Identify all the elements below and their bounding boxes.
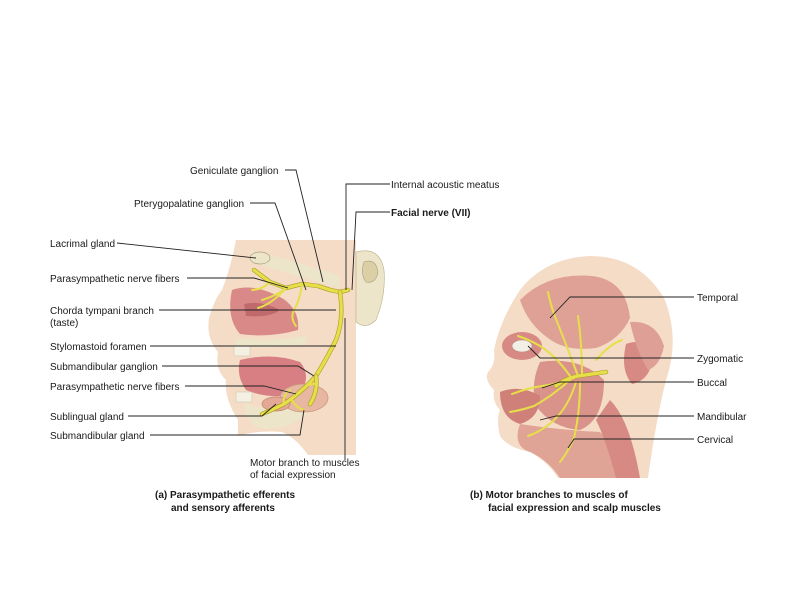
label-geniculate-ganglion: Geniculate ganglion bbox=[190, 166, 278, 177]
caption-a-line1: (a) Parasympathetic efferents bbox=[155, 490, 295, 501]
panel-a-illustration bbox=[208, 240, 385, 455]
label-parasympathetic-fibers-upper: Parasympathetic nerve fibers bbox=[50, 274, 180, 285]
caption-b-line2: facial expression and scalp muscles bbox=[488, 503, 661, 514]
panel-b-caption: (b) Motor branches to muscles of facial … bbox=[470, 490, 661, 514]
label-chorda-tympani: Chorda tympani branch bbox=[50, 306, 154, 317]
label-zygomatic: Zygomatic bbox=[697, 354, 743, 365]
panel-a-leader-lines bbox=[116, 169, 390, 460]
panel-a-caption: (a) Parasympathetic efferents and sensor… bbox=[155, 490, 295, 514]
platysma-muscle bbox=[517, 424, 624, 478]
leader-temporal bbox=[549, 296, 694, 319]
label-stylomastoid-foramen: Stylomastoid foramen bbox=[50, 342, 147, 353]
leader-geniculate bbox=[285, 169, 324, 283]
leader-submandibular-ganglion bbox=[162, 365, 315, 377]
leader-buccal bbox=[541, 381, 694, 389]
leader-facial-nerve bbox=[351, 211, 390, 291]
label-motor-branch: Motor branch to muscles bbox=[250, 458, 360, 469]
skull-base bbox=[250, 250, 340, 288]
panel-a-labels: Geniculate ganglion Pterygopalatine gang… bbox=[50, 166, 499, 481]
label-chorda-tympani-taste: (taste) bbox=[50, 318, 78, 329]
leader-mandibular bbox=[539, 415, 694, 421]
label-internal-acoustic-meatus: Internal acoustic meatus bbox=[391, 180, 499, 191]
panel-b-leader-lines bbox=[527, 296, 694, 449]
label-facial-nerve: Facial nerve (VII) bbox=[391, 208, 470, 219]
hard-palate bbox=[236, 336, 306, 348]
leader-internal-acoustic bbox=[345, 183, 390, 290]
label-temporal: Temporal bbox=[697, 293, 738, 304]
leader-pterygopalatine bbox=[250, 202, 307, 291]
panel-a-facial-nerve bbox=[251, 267, 351, 417]
caption-a-line2: and sensory afferents bbox=[171, 503, 275, 514]
eye bbox=[511, 339, 533, 353]
leader-submandibular-gland bbox=[150, 409, 305, 436]
leader-zygomatic bbox=[527, 345, 694, 359]
panel-b-labels: Temporal Zygomatic Buccal Mandibular Cer… bbox=[697, 293, 747, 446]
label-motor-branch-2: of facial expression bbox=[250, 470, 336, 481]
cochlea bbox=[362, 260, 379, 283]
label-buccal: Buccal bbox=[697, 378, 727, 389]
label-submandibular-gland: Submandibular gland bbox=[50, 431, 145, 442]
label-mandibular: Mandibular bbox=[697, 412, 747, 423]
leader-sublingual bbox=[128, 403, 277, 417]
upper-teeth bbox=[233, 345, 251, 357]
leader-parasym-upper bbox=[187, 277, 289, 289]
leader-cervical bbox=[567, 438, 694, 449]
label-parasympathetic-fibers-lower: Parasympathetic nerve fibers bbox=[50, 382, 180, 393]
panel-b-illustration bbox=[486, 256, 673, 478]
label-sublingual-gland: Sublingual gland bbox=[50, 412, 124, 423]
leader-lacrimal bbox=[116, 242, 257, 259]
label-cervical: Cervical bbox=[697, 435, 733, 446]
label-submandibular-ganglion: Submandibular ganglion bbox=[50, 362, 158, 373]
caption-b-line1: (b) Motor branches to muscles of bbox=[470, 490, 628, 501]
label-lacrimal-gland: Lacrimal gland bbox=[50, 239, 115, 250]
masseter-muscle bbox=[533, 360, 604, 430]
lacrimal-gland-shape bbox=[249, 251, 271, 265]
lower-teeth bbox=[235, 391, 253, 403]
orbicularis-oris bbox=[500, 388, 540, 424]
label-pterygopalatine-ganglion: Pterygopalatine ganglion bbox=[134, 199, 244, 210]
leader-parasym-lower bbox=[185, 385, 297, 395]
